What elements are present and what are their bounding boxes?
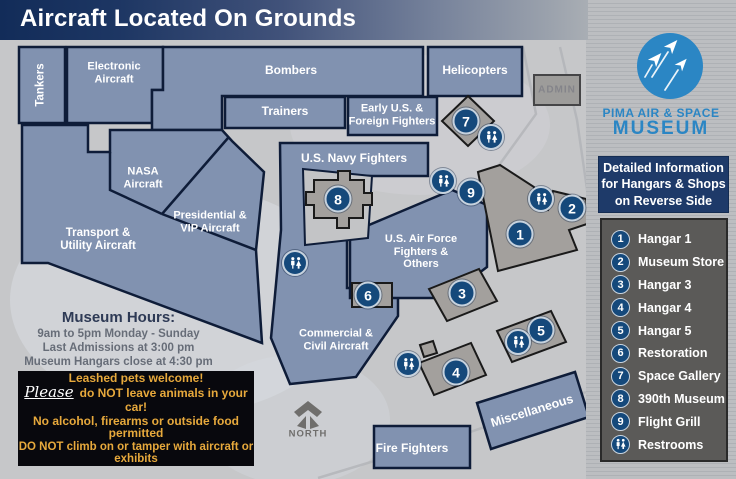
museum-hours-line: 9am to 5pm Monday - Sunday [37,328,200,340]
museum-hours-line: Last Admissions at 3:00 pm [42,341,195,354]
trainers-area [223,95,347,130]
map-badge-flight-grill: 9 [457,178,485,206]
legend-number-badge: 9 [611,412,630,432]
map-badge-hangar1: 1 [506,220,534,248]
restrooms-icon [478,124,504,150]
label-nasa: NASA Aircraft [123,165,163,190]
legend-item-restrooms: Restrooms [611,433,726,456]
legend-item-museum-store: 2 Museum Store [611,251,726,274]
helicopters-area [426,45,524,98]
legend-item-hangar1: 1 Hangar 1 [611,228,726,251]
legend-number-badge: 5 [611,321,630,341]
legend-item-hangar4: 4 Hangar 4 [611,296,726,319]
museum-hours-title: Museum Hours: [61,309,176,326]
restrooms-icon [505,329,531,355]
building-small [418,339,439,359]
legend-item-hangar5: 5 Hangar 5 [611,319,726,342]
restrooms-icon [528,186,554,212]
label-electronic-aircraft: Electronic Aircraft [87,60,141,85]
fire-fighters-area [372,424,472,470]
area-dividers [108,137,257,252]
restrooms-icon [430,168,456,194]
museum-logo-icon [637,33,703,99]
please-script: Please [24,383,74,402]
restrooms-icon [611,435,630,455]
legend-number-badge: 3 [611,275,630,295]
legend-item-flight-grill: 9 Flight Grill [611,410,726,433]
sidebar: PIMA AIR & SPACE MUSEUM Detailed Informa… [586,0,736,479]
label-trainers: Trainers [261,104,309,119]
legend-item-space-gallery: 7 Space Gallery [611,365,726,388]
restrooms-icon [395,351,421,377]
legend-number-badge: 6 [611,343,630,363]
label-early-fighters: Early U.S. & Foreign Fighters [348,102,436,127]
map-badge-hangar3: 3 [448,279,476,307]
legend-number-badge: 4 [611,298,630,318]
tankers-area [17,45,67,125]
legend-number-badge: 2 [611,252,630,272]
label-fire-fighters: Fire Fighters [375,441,449,456]
legend-item-390th-museum: 8 390th Museum [611,388,726,411]
label-air-force: U.S. Air Force Fighters & Others [384,233,458,271]
label-presidential: Presidential & VIP Aircraft [173,209,247,234]
label-transport: Transport & Utility Aircraft [60,226,136,252]
transport-nasa-vip-area [20,123,266,345]
legend-number-badge: 1 [611,229,630,249]
logo-name-line1: PIMA AIR & SPACE [602,106,720,120]
notice-alcohol-line: No alcohol, firearms or outside food per… [32,413,240,441]
legend-item-hangar3: 3 Hangar 3 [611,274,726,297]
museum-hours-line: Museum Hangars close at 4:30 pm [24,355,213,368]
building-admin [533,74,581,106]
legend-item-restoration: 6 Restoration [611,342,726,365]
label-navy-fighters: U.S. Navy Fighters [300,151,408,166]
label-tankers: Tankers [34,63,47,107]
logo-name-line2: MUSEUM [612,118,710,139]
legend-panel: 1 Hangar 1 2 Museum Store 3 Hangar 3 4 H… [600,218,728,462]
map-badge-hangar5: 5 [527,316,555,344]
map-badge-restoration: 6 [354,281,382,309]
legend-number-badge: 8 [611,389,630,409]
map-badge-museum-store: 2 [558,194,586,222]
legend-number-badge: 7 [611,366,630,386]
label-helicopters: Helicopters [442,63,508,78]
page-title: Aircraft Located On Grounds [20,5,357,32]
notice-climb-line: DO NOT climb on or tamper with aircraft … [18,440,254,465]
label-admin: ADMIN [538,84,576,96]
early-fighters-area [346,95,439,137]
map-badge-space-gallery: 7 [452,107,480,135]
label-bombers: Bombers [264,63,318,78]
reverse-side-info-panel: Detailed Information for Hangars & Shops… [598,156,729,213]
label-commercial: Commercial & Civil Aircraft [299,327,373,352]
label-north: NORTH [288,428,328,440]
museum-hours: Museum Hours: 9am to 5pm Monday - Sunday… [16,309,221,369]
restrooms-icon [282,250,308,276]
notice-pets-line: Leashed pets welcome! [68,370,204,385]
north-arrow-icon [294,401,322,429]
map-badge-hangar4: 4 [442,358,470,386]
header-bar: Aircraft Located On Grounds [0,0,588,40]
map-badge-390th: 8 [324,185,352,213]
